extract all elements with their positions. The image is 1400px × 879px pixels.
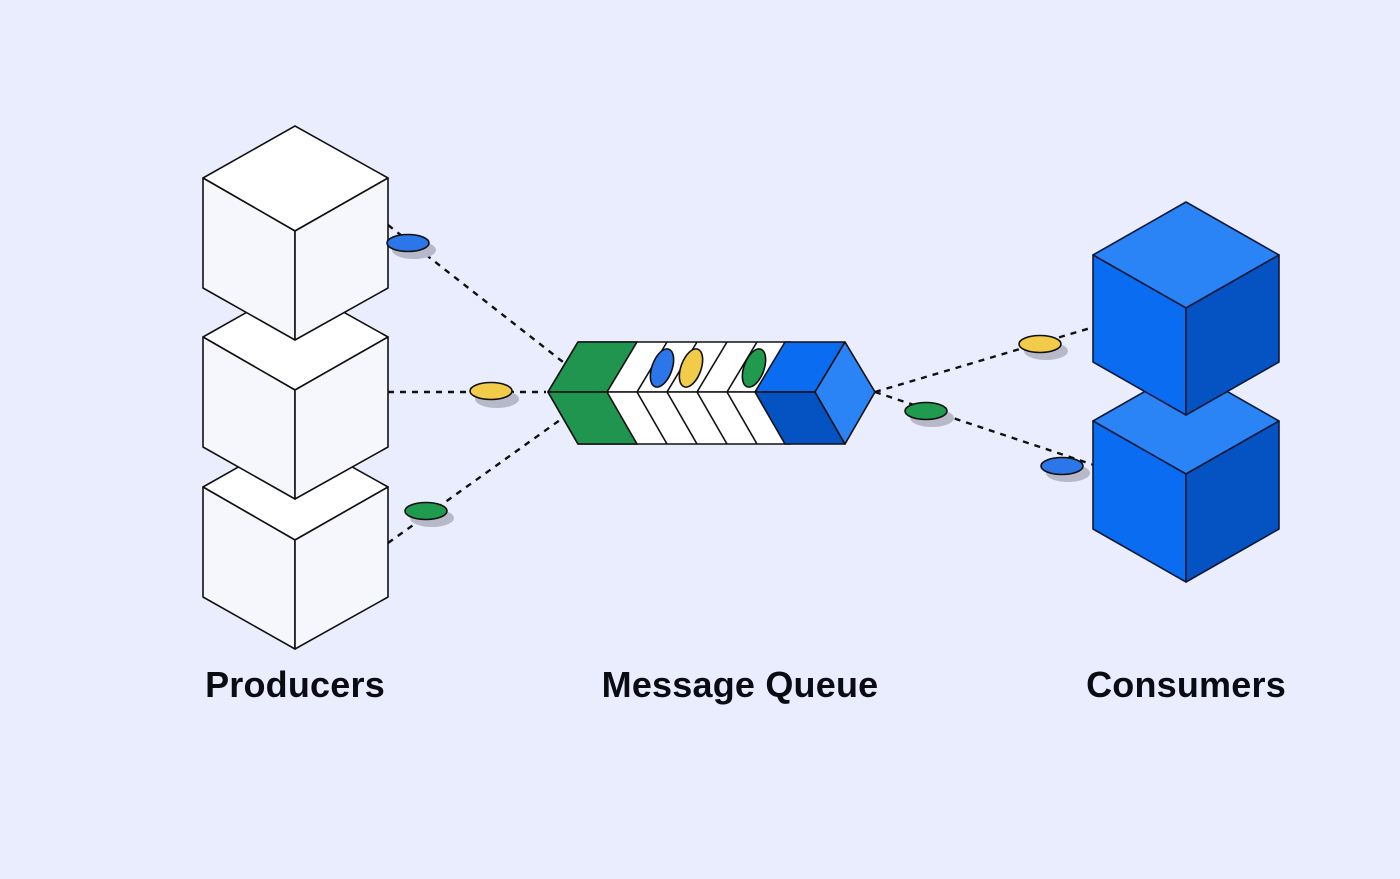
consumer-cube-bottom (1092, 367, 1280, 583)
queue-head-cap (814, 341, 876, 445)
consumers-stack (1092, 201, 1280, 583)
message-tokens (386, 233, 1090, 527)
message-queue-label: Message Queue (601, 664, 879, 705)
queue-message-yellow (678, 348, 704, 388)
consumer-cube-top (1092, 201, 1280, 416)
token-green-consumer (904, 401, 954, 427)
queue-message-green (741, 348, 767, 388)
producers-label: Producers (205, 664, 385, 705)
consumers-label: Consumers (1086, 664, 1286, 705)
message-queue (547, 341, 876, 445)
token-blue-producer (386, 233, 436, 259)
producer-cube-top (202, 125, 389, 341)
connector-queue-consumer2 (874, 390, 1095, 467)
connector-producer3-queue (387, 419, 561, 544)
queue-tail-bottom (547, 391, 638, 445)
queue-message-blue (649, 348, 675, 388)
connector-queue-consumer1 (874, 325, 1095, 394)
producers-stack (202, 125, 389, 650)
token-blue-consumer (1040, 456, 1090, 482)
token-yellow-producer (469, 381, 519, 408)
token-green-producer (404, 501, 454, 527)
token-yellow-consumer (1018, 334, 1068, 360)
